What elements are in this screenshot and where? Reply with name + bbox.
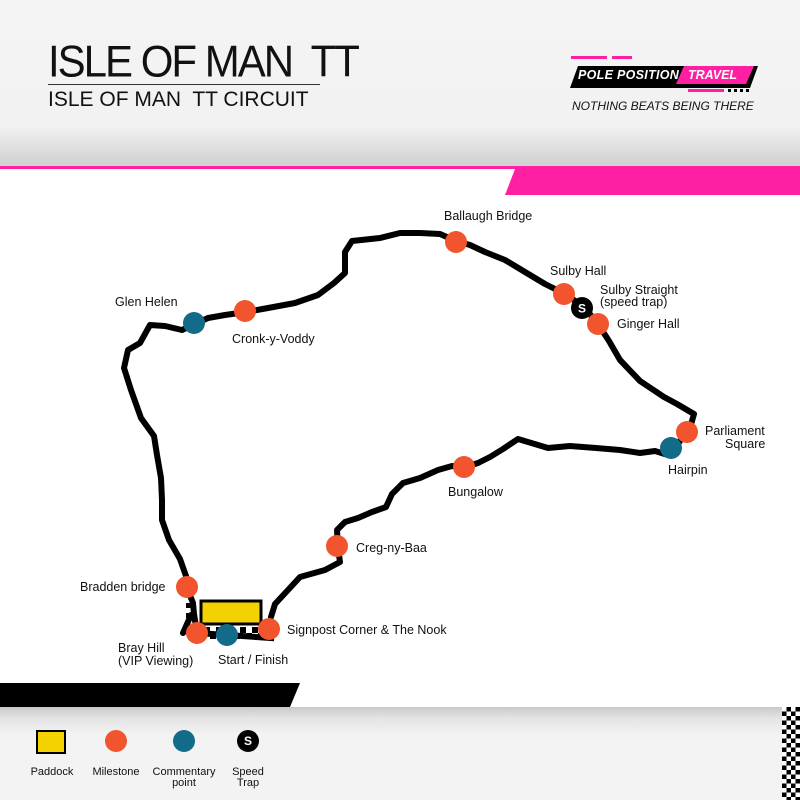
ballaugh-bridge-label: Ballaugh Bridge bbox=[444, 209, 532, 223]
sulby-hall-label: Sulby Hall bbox=[550, 264, 606, 278]
parliament-square-label-line2: Square bbox=[725, 437, 765, 451]
ginger-hall-milestone-marker[interactable] bbox=[587, 313, 609, 335]
start-finish-label: Start / Finish bbox=[218, 653, 288, 667]
cronk-y-voddy-milestone-marker[interactable] bbox=[234, 300, 256, 322]
commentary-swatch bbox=[173, 730, 195, 752]
paddock-marker[interactable] bbox=[199, 599, 263, 626]
start-finish-commentary-marker[interactable] bbox=[216, 624, 238, 646]
header-accent-tab bbox=[505, 169, 800, 195]
bungalow-label: Bungalow bbox=[448, 485, 504, 499]
page-title: ISLE OF MAN TT bbox=[48, 36, 360, 87]
bradden-bridge-label: Bradden bridge bbox=[80, 580, 166, 594]
hairpin-label: Hairpin bbox=[668, 463, 708, 477]
parliament-square-label: Parliament bbox=[705, 424, 765, 438]
sulby-straight-label-line2: (speed trap) bbox=[600, 295, 667, 309]
checkered-flag-strip bbox=[782, 707, 800, 800]
legend-label-line2: Trap bbox=[236, 777, 260, 789]
logo-name-accent: TRAVEL bbox=[688, 68, 738, 82]
bradden-bridge-milestone-marker[interactable] bbox=[176, 576, 198, 598]
bray-hill-label-line2: (VIP Viewing) bbox=[118, 654, 193, 668]
sulby-straight-symbol: S bbox=[578, 302, 586, 316]
legend-label-line2: point bbox=[172, 777, 196, 789]
paddock-swatch bbox=[36, 730, 66, 754]
legend-label: Milestone bbox=[92, 766, 140, 778]
cronk-y-voddy-label: Cronk-y-Voddy bbox=[232, 332, 315, 346]
bungalow-milestone-marker[interactable] bbox=[453, 456, 475, 478]
legend-panel bbox=[0, 707, 800, 800]
hairpin-commentary-marker[interactable] bbox=[660, 437, 682, 459]
header-accent-rule bbox=[0, 166, 800, 169]
creg-ny-baa-label: Creg-ny-Baa bbox=[356, 541, 427, 555]
ginger-hall-label: Ginger Hall bbox=[617, 317, 680, 331]
glen-helen-commentary-marker[interactable] bbox=[183, 312, 205, 334]
creg-ny-baa-milestone-marker[interactable] bbox=[326, 535, 348, 557]
sulby-hall-milestone-marker[interactable] bbox=[553, 283, 575, 305]
speed-trap-icon: S bbox=[237, 730, 259, 752]
sulby-straight-label: Sulby Straight bbox=[600, 283, 678, 297]
glen-helen-label: Glen Helen bbox=[115, 295, 178, 309]
legend-label: Commentary bbox=[152, 766, 216, 778]
sulby-straight-speed-trap-marker[interactable] bbox=[571, 297, 593, 319]
bray-hill-label: Bray Hill bbox=[118, 641, 165, 655]
logo-banner-shape bbox=[570, 56, 758, 92]
page-subtitle: ISLE OF MAN TT CIRCUIT bbox=[48, 88, 309, 111]
bray-hill-milestone-marker[interactable] bbox=[186, 622, 208, 644]
logo-name-main: POLE POSITION bbox=[578, 68, 680, 82]
signpost-corner-label: Signpost Corner & The Nook bbox=[287, 623, 447, 637]
footer-black-stripe bbox=[0, 683, 300, 707]
signpost-corner-milestone-marker[interactable] bbox=[258, 618, 280, 640]
title-divider bbox=[48, 84, 320, 85]
legend-label: Paddock bbox=[30, 766, 74, 778]
legend-label: Speed bbox=[232, 766, 264, 778]
brand-logo[interactable]: POLE POSITION TRAVEL NOTHING BEATS BEING… bbox=[568, 52, 758, 122]
brand-tagline: NOTHING BEATS BEING THERE bbox=[572, 99, 754, 113]
ballaugh-bridge-milestone-marker[interactable] bbox=[445, 231, 467, 253]
parliament-square-milestone-marker[interactable] bbox=[676, 421, 698, 443]
milestone-swatch bbox=[105, 730, 127, 752]
